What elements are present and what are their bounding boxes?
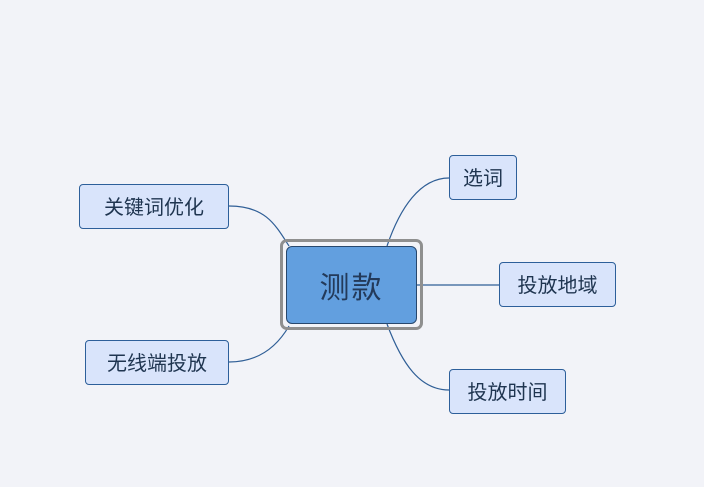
topic-select-words-label: 选词 <box>463 165 503 190</box>
topic-placement-region[interactable]: 投放地域 <box>499 262 616 307</box>
topic-placement-region-label: 投放地域 <box>517 272 598 297</box>
topic-placement-time-label: 投放时间 <box>467 379 548 404</box>
topic-select-words[interactable]: 选词 <box>449 155 517 200</box>
topic-wireless-placement-label: 无线端投放 <box>107 350 207 375</box>
topic-placement-time[interactable]: 投放时间 <box>449 369 566 414</box>
central-node-selection-outline <box>280 239 423 330</box>
central-topic-label: 测款 <box>319 271 384 306</box>
topic-keyword-optimization[interactable]: 关键词优化 <box>79 184 229 229</box>
link-wireless-placement <box>228 325 290 363</box>
topic-wireless-placement[interactable]: 无线端投放 <box>85 340 229 385</box>
link-keyword-optimization <box>228 205 290 247</box>
central-topic-node[interactable]: 测款 <box>286 246 417 324</box>
link-select-words <box>386 177 450 247</box>
topic-keyword-optimization-label: 关键词优化 <box>104 194 204 219</box>
link-time <box>386 323 450 391</box>
